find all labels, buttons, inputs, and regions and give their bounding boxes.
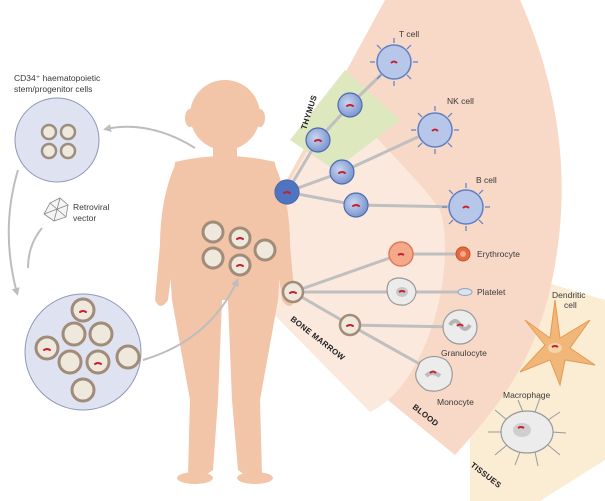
transduction-arrow-2	[27, 227, 43, 269]
reinfusion-arrow	[142, 278, 239, 361]
macrophage-icon	[488, 397, 567, 467]
nk-cell-label: NK cell	[447, 96, 474, 106]
megakaryocyte-icon	[386, 277, 417, 306]
marrow-stem-cells	[201, 220, 277, 277]
child-silhouette	[155, 80, 295, 484]
erythrocyte-label: Erythrocyte	[477, 249, 520, 259]
retroviral-vector-icon	[43, 197, 69, 222]
cd34-stem-cells-disc	[14, 97, 100, 183]
t-cell-icon	[370, 38, 418, 86]
harvest-arrow	[103, 124, 196, 149]
transgene-marks	[43, 310, 102, 365]
erythroblast-icon	[388, 241, 414, 267]
vector-label-line2: vector	[73, 213, 96, 223]
t-cell-label: T cell	[399, 29, 419, 39]
dendritic-cell-icon	[519, 299, 596, 387]
transduced-cells-disc	[24, 293, 142, 411]
monocyte-label: Monocyte	[437, 397, 474, 407]
stem-cell-cluster	[40, 123, 77, 160]
transduction-arrow-1	[7, 169, 20, 296]
granulocyte-icon	[442, 309, 478, 345]
monocyte-icon	[415, 355, 453, 392]
platelet-label: Platelet	[477, 287, 506, 297]
nk-cell-icon	[411, 106, 459, 154]
vector-label-line1: Retroviral	[73, 202, 109, 212]
bone-marrow-region	[235, 95, 445, 412]
cd34-label-line2: stem/progenitor cells	[14, 84, 92, 94]
dendritic-cell-label-line2: cell	[564, 300, 577, 310]
b-cell-icon	[442, 183, 490, 231]
platelet-icon	[457, 288, 473, 296]
erythrocyte-icon	[455, 246, 471, 262]
b-cell-label: B cell	[476, 175, 497, 185]
granulocyte-label: Granulocyte	[441, 348, 487, 358]
cd34-label-line1: CD34⁺ haematopoietic	[14, 73, 101, 83]
dendritic-cell-label-line1: Dendritic	[552, 290, 586, 300]
macrophage-label: Macrophage	[503, 390, 551, 400]
